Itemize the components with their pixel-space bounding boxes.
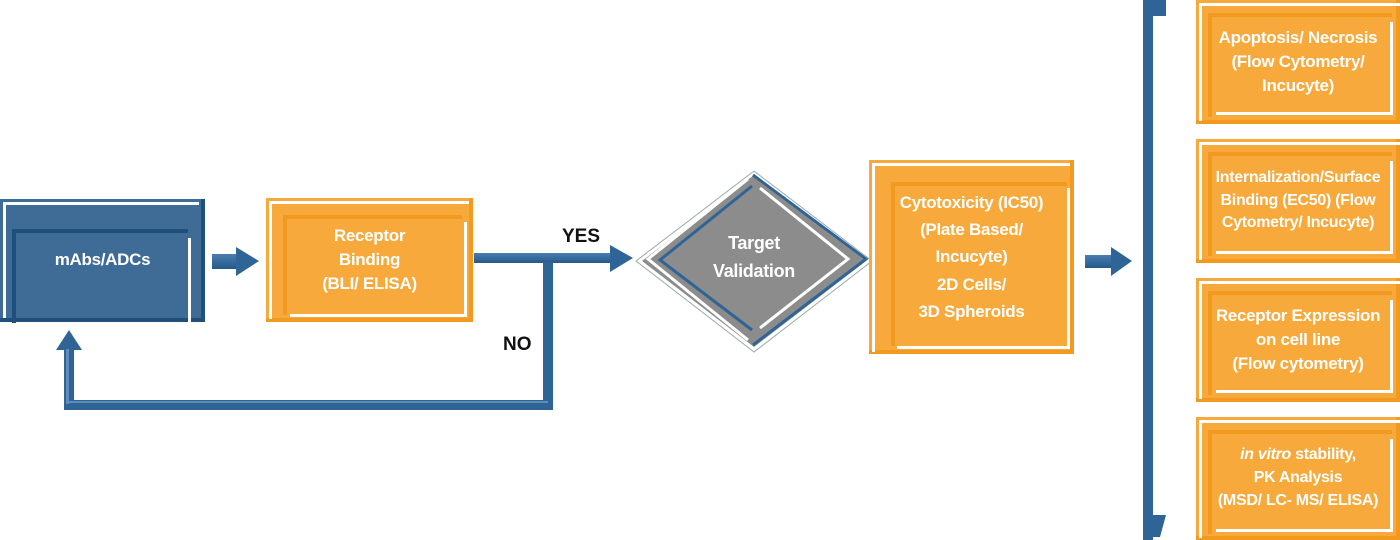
- node-start-label: mAbs/ADCs: [54, 250, 151, 270]
- node-outcome-apoptosis: Apoptosis/ Necrosis (Flow Cytometry/ Inc…: [1196, 0, 1400, 124]
- node-frame: [1208, 291, 1392, 395]
- node-receptor-binding-label: Receptor Binding (BLI/ ELISA): [322, 225, 417, 294]
- node-outcome-receptor-expression: Receptor Expression on cell line (Flow c…: [1196, 278, 1400, 402]
- node-frame: [1216, 161, 1393, 254]
- node-outcome-label: Apoptosis/ Necrosis (Flow Cytometry/ Inc…: [1218, 27, 1378, 96]
- node-frame: [283, 215, 462, 315]
- node-frame: [1199, 3, 1400, 121]
- node-frame: [290, 222, 467, 317]
- decision-diamond: [635, 170, 873, 353]
- node-frame: [1199, 281, 1400, 399]
- node-outcome-label: Internalization/Surface Binding (EC50) (…: [1215, 168, 1381, 232]
- node-outcome-stability-pk: in vitro stability, PK Analysis (MSD/ LC…: [1196, 417, 1400, 540]
- node-frame: [269, 201, 469, 319]
- node-frame: [1208, 152, 1392, 256]
- node-frame: [1216, 22, 1393, 115]
- node-outcome-label: Receptor Expression on cell line (Flow c…: [1215, 305, 1381, 374]
- arrow-cytotox-to-outcomes: [1085, 247, 1132, 276]
- node-frame: [1199, 142, 1400, 260]
- arrow-start-to-binding: [212, 247, 259, 276]
- node-frame: [1208, 430, 1392, 534]
- node-cytotoxicity: Cytotoxicity (IC50) (Plate Based/ Incucy…: [869, 160, 1074, 354]
- node-frame: [872, 163, 1070, 352]
- outcomes-bracket: [1143, 0, 1166, 540]
- node-cytotoxicity-label: Cytotoxicity (IC50) (Plate Based/ Incucy…: [899, 193, 1044, 321]
- node-outcome-internalization: Internalization/Surface Binding (EC50) (…: [1196, 139, 1400, 263]
- arrow-yes: [474, 245, 633, 272]
- node-start: mAbs/ADCs: [0, 199, 205, 329]
- node-frame: [1199, 420, 1400, 538]
- node-receptor-binding: Receptor Binding (BLI/ ELISA): [266, 198, 473, 322]
- node-frame: [1216, 439, 1393, 532]
- node-frame: [3, 202, 199, 318]
- arrow-no-loop: [56, 262, 553, 410]
- node-frame: [12, 229, 188, 323]
- node-frame: [1216, 300, 1393, 393]
- node-outcome-label: in vitro stability, PK Analysis (MSD/ LC…: [1217, 446, 1379, 509]
- node-frame: [897, 188, 1070, 349]
- edge-label-no: NO: [503, 334, 532, 355]
- node-target-validation-label: Target Validation: [712, 233, 796, 281]
- node-frame: [1208, 13, 1392, 117]
- node-frame: [20, 238, 191, 329]
- edge-label-yes: YES: [562, 226, 601, 247]
- node-frame: [891, 182, 1067, 346]
